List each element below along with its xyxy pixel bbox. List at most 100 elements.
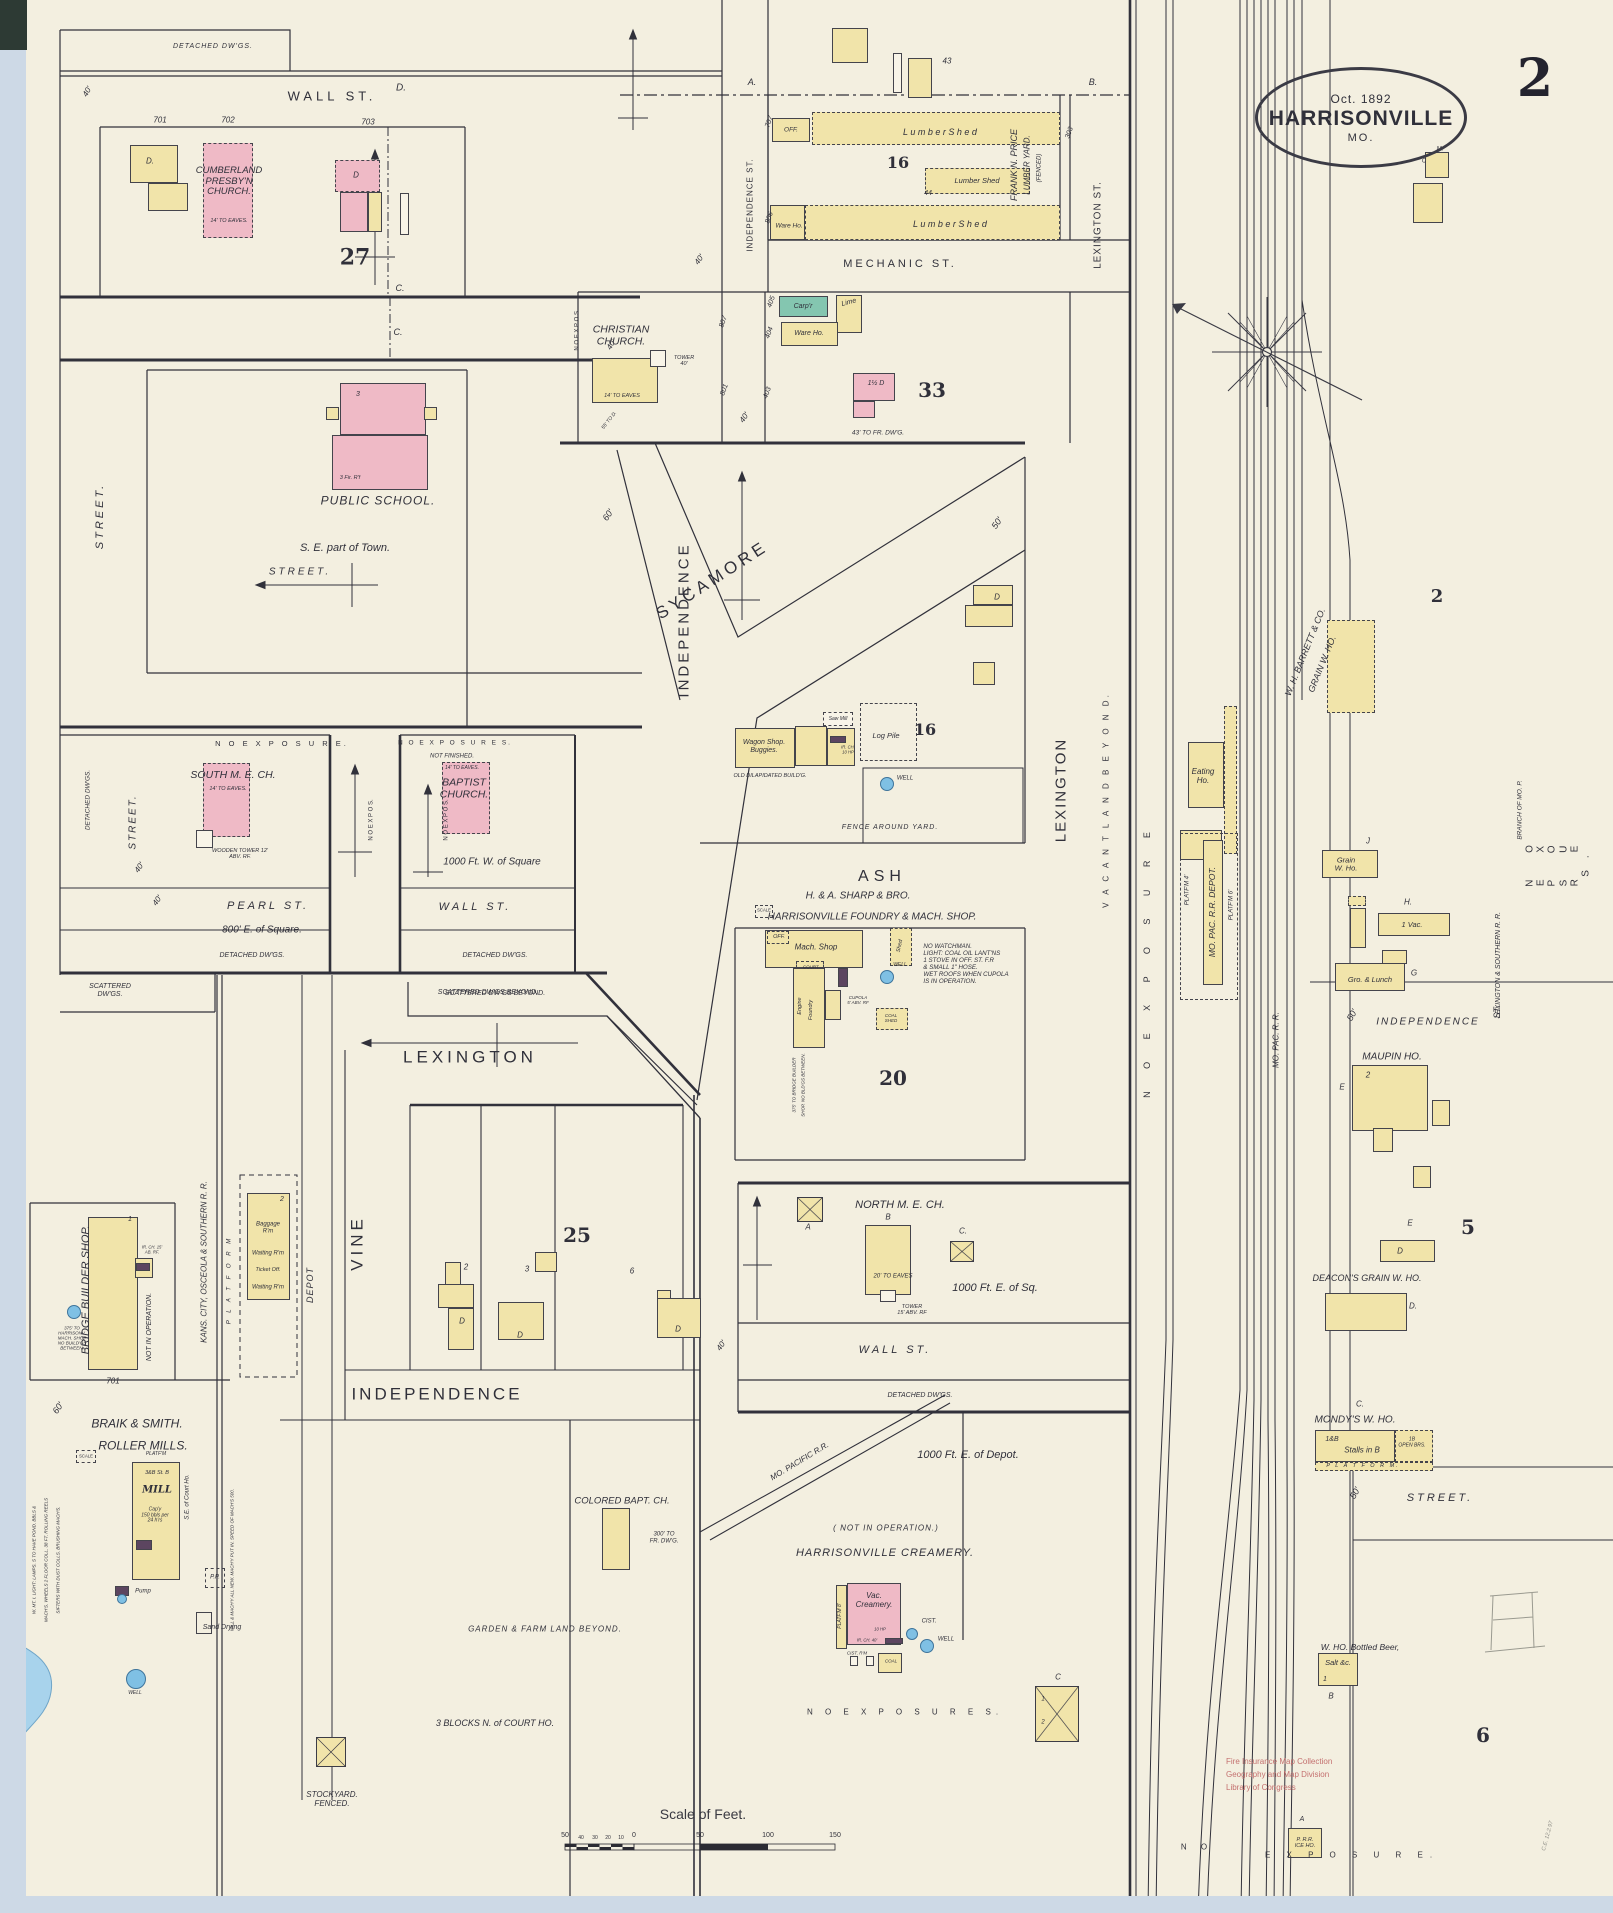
watchman-note: NO WATCHMAN. LIGHT: COAL OIL LANT'NS 1 S… (923, 943, 1009, 985)
g-mark: G (1410, 968, 1418, 978)
scan-corner-patch (0, 0, 27, 50)
no-exposure: N O E X P O S U R E. (215, 738, 349, 748)
mechanic-st: MECHANIC ST. (843, 257, 957, 270)
boiler (136, 1263, 150, 1271)
creamery-platform (836, 1585, 847, 1649)
scale-box-label: SCALE (757, 907, 771, 913)
well-label: WELL (893, 962, 907, 969)
lumber-yard: LUMBER YARD. (1022, 135, 1032, 195)
baptist-church-bldg (442, 762, 490, 834)
a-mark: A (805, 1222, 811, 1232)
lumber-shed (812, 112, 1060, 145)
wagon-shop-bldg (795, 726, 827, 766)
b-mark: B (885, 1212, 891, 1222)
depot-note: 1000 Ft. E. of Depot. (917, 1448, 1019, 1461)
scale-tick: 30 (592, 1835, 598, 1842)
detached-vert: DETACHED DW'GS. (84, 769, 92, 831)
dwelling-yellow (130, 145, 178, 183)
sq-note: 1000 Ft. E. of Sq. (952, 1281, 1038, 1294)
north-me-church-bldg (865, 1225, 911, 1295)
se-part: S. E. part of Town. (299, 541, 391, 554)
a-mark: A. (747, 76, 757, 87)
cistern-label: CIST. (921, 1618, 937, 1625)
no-expos-vert: N O E X P O S. (368, 799, 375, 841)
block-6: 6 (1476, 1722, 1490, 1747)
mill-floors: 3&B St. B (145, 1469, 169, 1476)
depot-room: Baggage R'm (255, 1221, 281, 1234)
sand-structure (196, 1612, 212, 1634)
scan-edge-bottom (0, 1896, 1613, 1913)
eating-ho: Eating Ho. (1191, 767, 1215, 785)
wall-note: 1000 Ft. W. of Square (443, 856, 541, 868)
b-mark: B (1328, 1691, 1334, 1701)
depot-room: Waiting R'm (251, 1250, 285, 1257)
mopac-depot: MO. PAC. R.R. DEPOT. (1207, 866, 1218, 958)
school-floors: 3 (356, 391, 360, 399)
ice-house (1288, 1828, 1322, 1858)
dwelling: D (353, 170, 359, 180)
no-expos-vert: N O E X P O S. (443, 799, 450, 841)
j-mark: J (1366, 836, 1370, 846)
branch-mo-p: BRANCH OF MO. P. (1516, 780, 1524, 840)
boiler (830, 736, 846, 743)
lot: 701 (153, 115, 167, 125)
lumber-shed (925, 168, 1030, 194)
lot: 701 (106, 1376, 120, 1386)
log-pile: Log Pile (872, 730, 900, 740)
stalls: Stalls in B (1344, 1445, 1380, 1455)
gro-lunch: Gro. & Lunch (1347, 974, 1393, 984)
c-mark: C (1421, 158, 1427, 165)
dwelling-pink (340, 192, 368, 232)
bottled-beer: W. HO. Bottled Beer, (1320, 1642, 1400, 1653)
office-room (767, 931, 789, 944)
sheet-number: 2 (1516, 48, 1554, 109)
shed-yellow (908, 58, 932, 98)
outbuilding (1413, 183, 1443, 223)
not-in-operation: ( NOT IN OPERATION.) (833, 1523, 939, 1533)
no-exposures: N O E X P O S U R E S. (806, 1707, 1004, 1717)
mach-shop: Mach. Shop (794, 942, 838, 952)
pump: Pump (135, 1588, 151, 1595)
log-pile (860, 703, 917, 761)
no-exposure-bottom: N O (1180, 1842, 1214, 1852)
street-lines (29, 0, 1613, 1913)
creamery-title: HARRISONVILLE CREAMERY. (795, 1546, 975, 1559)
cumberland-eaves: 14' TO EAVES. (210, 217, 248, 224)
court-note: 3 BLOCKS N. of COURT HO. (435, 1717, 555, 1728)
dwelling-yellow (973, 585, 1013, 605)
c-mark: C. (395, 282, 405, 293)
stalls: 1&B (1325, 1436, 1339, 1444)
a-mark: A (1299, 1816, 1305, 1824)
court: COURT (803, 964, 819, 970)
pencil-sketch (1484, 1591, 1546, 1653)
deacons-grain-bldg (1325, 1293, 1407, 1331)
engine: Engine (796, 997, 803, 1015)
vine-st: VINE (347, 1215, 367, 1271)
iron-note: IR. CH. 40' (856, 1637, 878, 1643)
shed-white (893, 53, 902, 93)
outbuilding (1348, 896, 1366, 906)
depot-vert: DEPOT (304, 1266, 315, 1304)
scale-box (76, 1450, 96, 1463)
lex-southern: LEXINGTON & SOUTHERN R. R. (1495, 911, 1503, 1019)
shed-bldg (890, 928, 912, 966)
machine-bldg (827, 728, 855, 766)
dwelling: D (994, 592, 1000, 602)
lumber-shed-3: L u m b e r S h e d (913, 218, 987, 229)
carpenter-shop (779, 296, 828, 317)
street-label: STREET. (268, 566, 332, 578)
eaves-note: 20' TO EAVES (873, 1273, 913, 1280)
foundry-title: HARRISONVILLE FOUNDRY & MACH. SHOP. (767, 911, 977, 923)
south-me-church-bldg (203, 763, 250, 837)
ware-ho: Ware Ho. (794, 330, 824, 338)
block-5: 5 (1461, 1214, 1475, 1239)
scale-tick: 0 (632, 1832, 636, 1840)
bridge-builder-bldg (88, 1217, 138, 1370)
mopac-rr: MO. PAC. R. R. (1271, 1012, 1281, 1068)
independence-right: INDEPENDENCE (1376, 1016, 1480, 1028)
d-mark: D. (1409, 1301, 1417, 1311)
xbox-c2 (1035, 1686, 1079, 1742)
cupola-room (825, 990, 841, 1020)
maupin-bldg (1352, 1065, 1428, 1131)
